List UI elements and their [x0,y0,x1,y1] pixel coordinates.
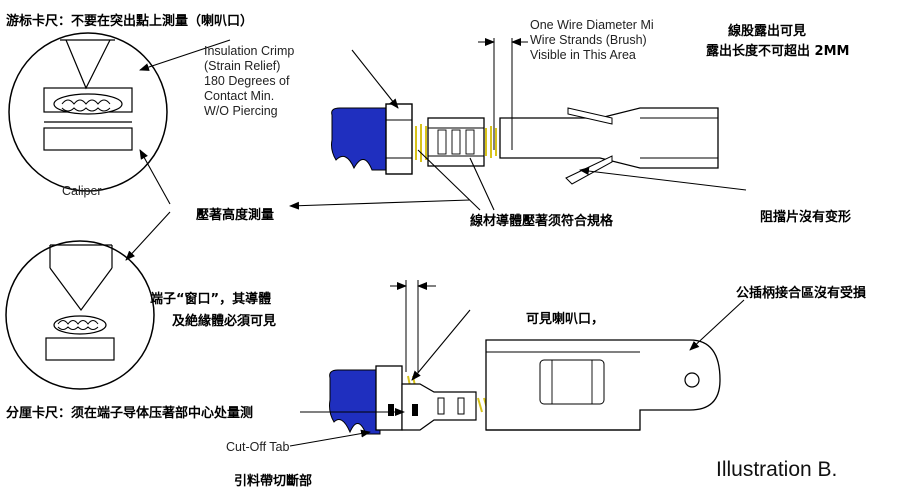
one-wire-line-2: Wire Strands (Brush) [530,33,647,47]
insulation-crimp-note: Insulation Crimp (Strain Relief) 180 Deg… [204,44,294,119]
strand-limit-label: 露出长度不可超出 2MM [706,44,850,59]
male-contact-label: 公插柄接合區沒有受損 [736,286,867,301]
window-label-line-2: 及絶緣體必須可見 [172,314,277,329]
caliper-circle-bottom [5,240,155,390]
insulation-crimp-line-5: W/O Piercing [204,104,278,118]
strands-visible-label: 線股露出可見 [728,24,807,39]
micrometer-label: 分厘卡尺：须在端子导体压著部中心处量测 [6,406,254,421]
window-label-line-1: 端子“窗口”，其導體 [150,292,272,307]
one-wire-line-1: One Wire Diameter Mi [530,18,654,32]
insulation-crimp-line-2: (Strain Relief) [204,59,281,73]
one-wire-line-3: Visible in This Area [530,48,636,62]
vernier-caliper-label: 游标卡尺：不要在突出點上測量（喇叭口） [6,14,254,29]
cutoff-tab-label: Cut-Off Tab [226,440,290,454]
illustration-caption: Illustration B. [716,458,838,481]
bellmouth-label: 可見喇叭口， [526,312,605,327]
carrier-cut-label: 引料帶切斷部 [234,474,313,489]
one-wire-note: One Wire Diameter Mi Wire Strands (Brush… [530,18,654,63]
terminal-side-view [329,280,721,435]
conductor-crimp-label: 線材導體壓著须符合規格 [470,214,614,229]
leader-lines [125,39,747,447]
insulation-crimp-line-3: 180 Degrees of [204,74,290,88]
stopper-label: 阻擋片沒有变形 [760,210,852,225]
crimp-height-label: 壓著高度測量 [196,208,275,223]
caliper-label: Caliper [62,184,102,198]
caliper-circle-top [8,32,168,192]
insulation-crimp-line-4: Contact Min. [204,89,275,103]
insulation-crimp-line-1: Insulation Crimp [204,44,295,58]
terminal-top-view [331,38,719,185]
